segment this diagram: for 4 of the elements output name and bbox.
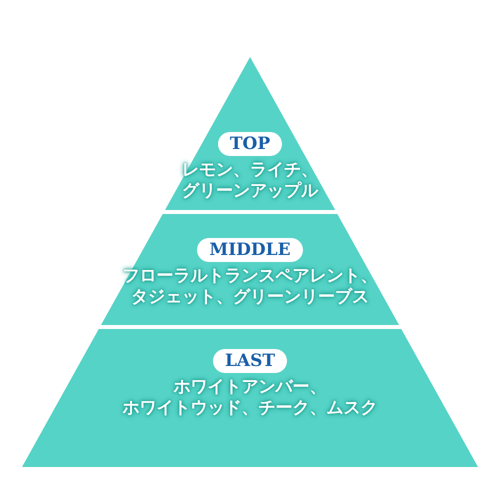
tier-notes: ホワイトアンバー、ホワイトウッド、チーク、ムスク xyxy=(122,377,378,419)
tier-heading: LAST xyxy=(212,349,288,373)
tier-heading: MIDDLE xyxy=(197,238,303,262)
tier-heading: TOP xyxy=(218,132,282,156)
